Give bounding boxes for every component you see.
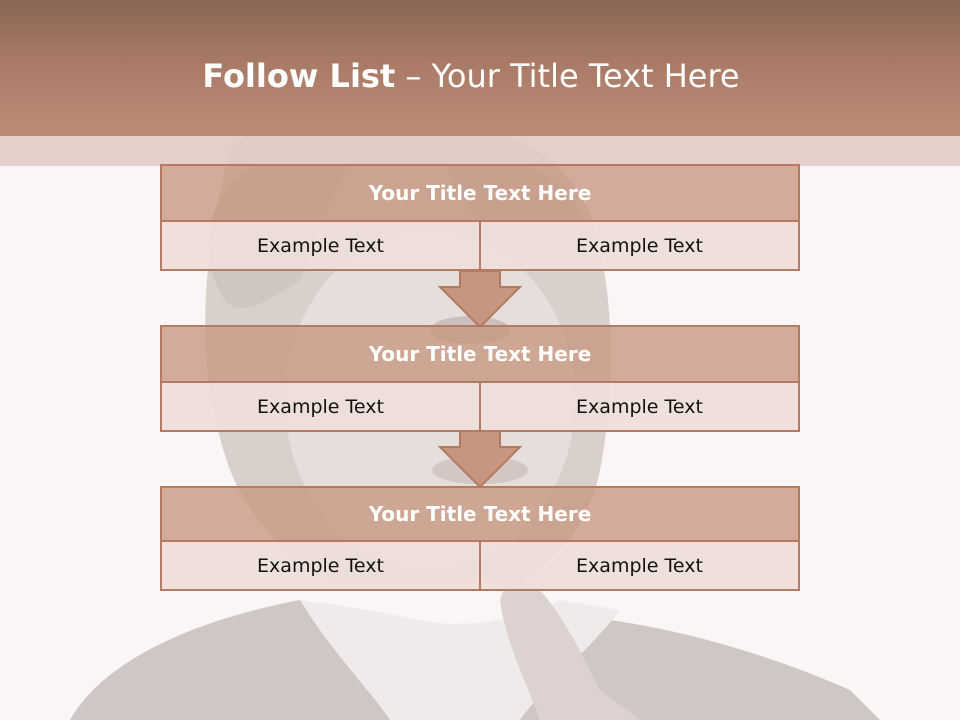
block-row: Example Text Example Text xyxy=(160,383,800,432)
header-accent-strip xyxy=(0,136,960,166)
down-arrow-icon xyxy=(438,431,522,489)
block-title: Your Title Text Here xyxy=(160,164,800,222)
slide-title-bold: Follow List xyxy=(202,57,396,95)
block-cell-right: Example Text xyxy=(479,222,798,269)
block-row: Example Text Example Text xyxy=(160,222,800,271)
header-band xyxy=(0,0,960,136)
list-block-2: Your Title Text Here Example Text Exampl… xyxy=(160,325,800,432)
block-cell-left: Example Text xyxy=(162,542,479,589)
slide-title: Follow List – Your Title Text Here xyxy=(0,52,942,100)
down-arrow-icon xyxy=(438,271,522,329)
block-row: Example Text Example Text xyxy=(160,542,800,591)
block-cell-left: Example Text xyxy=(162,222,479,269)
block-cell-right: Example Text xyxy=(479,542,798,589)
list-block-1: Your Title Text Here Example Text Exampl… xyxy=(160,164,800,271)
block-title: Your Title Text Here xyxy=(160,325,800,383)
slide-title-rest: – Your Title Text Here xyxy=(395,57,740,95)
list-block-3: Your Title Text Here Example Text Exampl… xyxy=(160,486,800,591)
block-cell-left: Example Text xyxy=(162,383,479,430)
block-title: Your Title Text Here xyxy=(160,486,800,542)
block-cell-right: Example Text xyxy=(479,383,798,430)
